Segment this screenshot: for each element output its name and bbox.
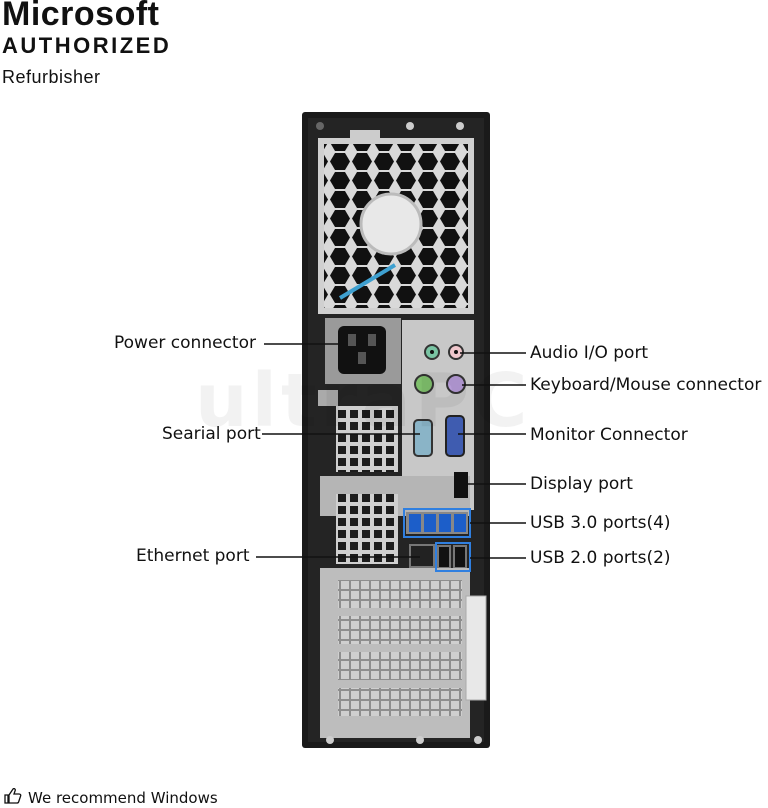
logo-authorized-text: AUTHORIZED — [2, 33, 172, 58]
expansion-slot-3 — [338, 652, 462, 680]
footer-text: We recommend Windows — [28, 789, 218, 807]
logo-microsoft-text: Microsoft — [2, 0, 160, 33]
vent-grid-2 — [336, 494, 398, 564]
vent-grid-1 — [336, 406, 398, 472]
ps2-mouse-port — [414, 374, 434, 394]
usb3-ports — [406, 512, 468, 534]
expansion-slot-4 — [338, 688, 462, 716]
callout-lines — [256, 343, 526, 559]
recommend-windows-footer: We recommend Windows — [4, 787, 218, 808]
usb2-highlight — [435, 542, 471, 572]
label-display-port: Display port — [530, 474, 633, 494]
expansion-slot-2 — [338, 616, 462, 644]
microsoft-authorized-logo: Microsoft AUTHORIZED Refurbisher — [2, 0, 171, 89]
ps2-keyboard-port — [446, 374, 466, 394]
label-keyboard-mouse: Keyboard/Mouse connector — [530, 375, 762, 395]
expansion-slot-1 — [338, 580, 462, 608]
logo-refurbisher-text: Refurbisher — [2, 67, 101, 87]
label-usb3-ports: USB 3.0 ports(4) — [530, 513, 671, 533]
label-power-connector: Power connector — [114, 333, 256, 353]
watermark: ultraPC — [195, 358, 532, 444]
fan-hub — [359, 192, 423, 256]
label-serial-port: Searial port — [162, 424, 261, 444]
usb2-port-2 — [453, 545, 467, 569]
displayport-port — [454, 472, 468, 498]
ethernet-port — [409, 544, 435, 568]
label-audio-port: Audio I/O port — [530, 343, 649, 363]
vga-port — [445, 415, 465, 457]
thumbs-up-icon — [4, 787, 22, 808]
label-usb2-ports: USB 2.0 ports(2) — [530, 548, 671, 568]
serial-port — [413, 419, 433, 457]
usb2-port-1 — [437, 545, 451, 569]
label-monitor-connector: Monitor Connector — [530, 425, 688, 445]
label-ethernet-port: Ethernet port — [136, 546, 250, 566]
